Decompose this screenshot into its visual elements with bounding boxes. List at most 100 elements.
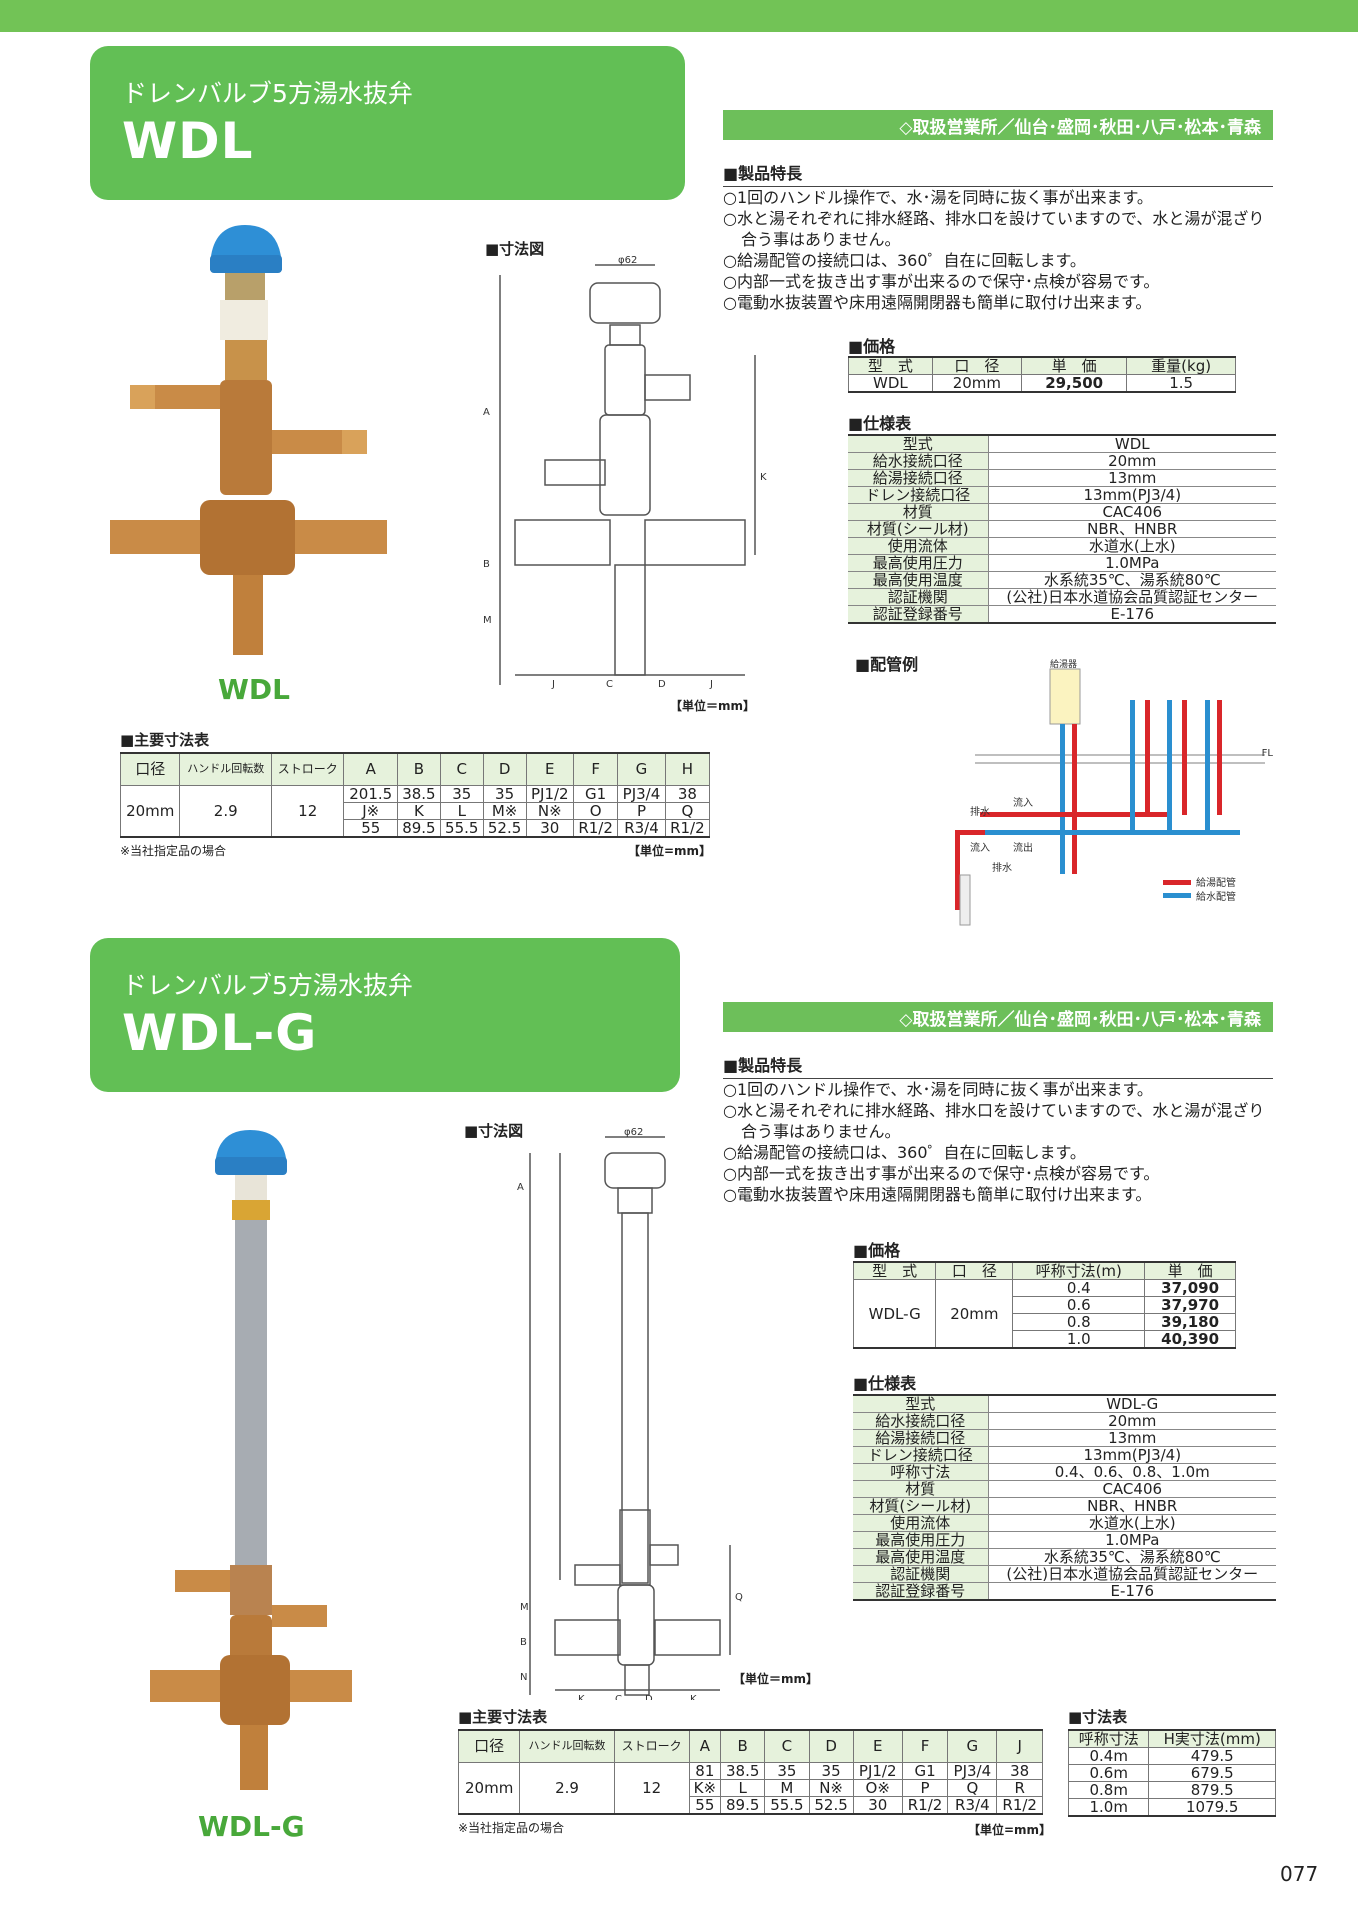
dim-cell: 55	[688, 1795, 722, 1814]
price-cell: 0.6	[1012, 1296, 1146, 1314]
dim-header: 口径	[457, 1729, 521, 1763]
feature-item: ○1回のハンドル操作で、水･湯を同時に抜く事が出来ます。	[723, 1080, 1153, 1099]
spec-row: 認証機関(公社)日本水道協会品質認証センター	[853, 1565, 1276, 1583]
spec-key: 使用流体	[848, 537, 989, 555]
price-header: 呼称寸法(m)	[1012, 1261, 1146, 1280]
spec-value: 13mm(PJ3/4)	[988, 1446, 1276, 1464]
spec-row: 材質(シール材)NBR、HNBR	[853, 1497, 1276, 1515]
price-header: 型 式	[852, 1261, 937, 1280]
spec-value: 水系統35℃、湯系統80℃	[988, 571, 1276, 589]
spec-row: 最高使用温度水系統35℃、湯系統80℃	[848, 571, 1276, 589]
dim-header: E	[852, 1729, 903, 1763]
price-cell: 39,180	[1144, 1313, 1236, 1331]
sales-office-bar: ◇取扱営業所／仙台･盛岡･秋田･八戸･松本･青森	[723, 1002, 1273, 1032]
spec-key: 最高使用温度	[848, 571, 989, 589]
dim-cell: PJ3/4	[947, 1761, 998, 1780]
svg-text:M: M	[520, 1602, 529, 1613]
dim-unit: 【単位=mm】	[628, 844, 712, 858]
spec-row: 材質(シール材)NBR、HNBR	[848, 520, 1276, 538]
svg-text:M: M	[483, 615, 492, 626]
svg-text:B: B	[483, 559, 490, 570]
svg-text:B: B	[520, 1637, 527, 1648]
dim-header: A	[343, 752, 398, 786]
spec-key: 認証機関	[853, 1565, 989, 1583]
spec-row: 使用流体水道水(上水)	[848, 537, 1276, 555]
dim-cell: O	[573, 801, 619, 820]
dim-cell: Q	[664, 801, 711, 820]
feature-item: ○電動水抜装置や床用遠隔開閉器も簡単に取付け出来ます。	[723, 1185, 1152, 1204]
dim-cell: 12	[613, 1761, 690, 1814]
spec-heading: ■仕様表	[848, 414, 912, 433]
price-header: 単 価	[1144, 1261, 1236, 1280]
dim-cell: 30	[525, 818, 575, 837]
dim-cell: 55.5	[439, 818, 484, 837]
product-banner-wdl-g: ドレンバルブ5方湯水抜弁 WDL-G	[90, 938, 680, 1092]
dim-note: ※当社指定品の場合	[458, 1821, 565, 1835]
spec-heading: ■仕様表	[853, 1374, 917, 1393]
feature-item: 合う事はありません。	[741, 1122, 901, 1141]
photo-label-wdl: WDL	[218, 673, 290, 706]
price-heading: ■価格	[848, 337, 896, 356]
feature-item: ○内部一式を抜き出す事が出来るので保守･点検が容易です。	[723, 1164, 1160, 1183]
dim-cell: L	[439, 801, 484, 820]
features-list: ○1回のハンドル操作で、水･湯を同時に抜く事が出来ます。 ○水と湯それぞれに排水…	[723, 187, 1283, 313]
svg-text:C: C	[606, 679, 613, 690]
dim-cell: R1/2	[996, 1795, 1043, 1814]
dim-cell: G1	[573, 784, 619, 803]
main-dim-heading: ■主要寸法表	[120, 731, 210, 749]
price-cell: 20mm	[935, 1279, 1014, 1349]
dim-cell: 20mm	[119, 784, 181, 837]
dim-header: C	[764, 1729, 810, 1763]
price-cell: 29,500	[1020, 374, 1128, 393]
price-header: 単 価	[1020, 356, 1128, 375]
dim-cell: G1	[901, 1761, 949, 1780]
spec-key: 給湯接続口径	[853, 1429, 989, 1447]
svg-text:C: C	[615, 1694, 622, 1700]
dim-header: ハンドル回転数	[519, 1729, 615, 1763]
spec-value: WDL-G	[988, 1395, 1276, 1413]
dim-header: H	[664, 752, 711, 786]
price-cell: 37,090	[1144, 1279, 1236, 1297]
spec-value: CAC406	[988, 1480, 1276, 1498]
size-cell: 879.5	[1148, 1781, 1276, 1799]
page-number: 077	[1280, 1862, 1319, 1886]
spec-value: CAC406	[988, 503, 1276, 521]
svg-text:N: N	[520, 1672, 527, 1683]
piping-heater-label: 給湯器	[1050, 658, 1077, 670]
spec-value: 20mm	[988, 1412, 1276, 1430]
product-banner-wdl: ドレンバルブ5方湯水抜弁 WDL	[90, 46, 685, 200]
price-table-wdl: 型 式 口 径 単 価 重量(kg) WDL 20mm 29,500 1.5	[848, 356, 1236, 393]
dim-unit: 【単位=mm】	[968, 1823, 1052, 1837]
dim-cell: 35	[482, 784, 527, 803]
spec-value: 13mm	[988, 1429, 1276, 1447]
dim-cell: K※	[688, 1778, 722, 1797]
spec-key: 材質(シール材)	[853, 1497, 989, 1515]
spec-value: 水道水(上水)	[988, 537, 1276, 555]
dim-header: 口径	[119, 752, 181, 786]
piping-drain-label: 排水	[992, 861, 1012, 874]
spec-key: 給水接続口径	[848, 452, 989, 470]
feature-item: ○水と湯それぞれに排水経路、排水口を設けていますので、水と湯が混ざり	[723, 209, 1265, 228]
price-cell: 0.8	[1012, 1313, 1146, 1331]
price-header: 型 式	[848, 356, 933, 375]
dim-cell: 201.5	[343, 784, 398, 803]
size-cell: 1079.5	[1148, 1798, 1276, 1817]
size-heading: ■寸法表	[1068, 1708, 1128, 1726]
price-heading: ■価格	[853, 1241, 901, 1260]
top-bar	[0, 0, 1358, 32]
dim-cell: N※	[525, 801, 575, 820]
dim-cell: R	[996, 1778, 1043, 1797]
product-subtitle: ドレンバルブ5方湯水抜弁	[122, 971, 413, 1000]
piping-inflow-label: 流入	[1013, 796, 1033, 809]
dimension-drawing-wdl-g: φ62 A M B N Q K C D K	[517, 1127, 743, 1700]
dimension-drawing-wdl: φ62 A B M K J C D J	[483, 255, 767, 690]
spec-value: E-176	[988, 605, 1276, 624]
spec-row: 最高使用温度水系統35℃、湯系統80℃	[853, 1548, 1276, 1566]
